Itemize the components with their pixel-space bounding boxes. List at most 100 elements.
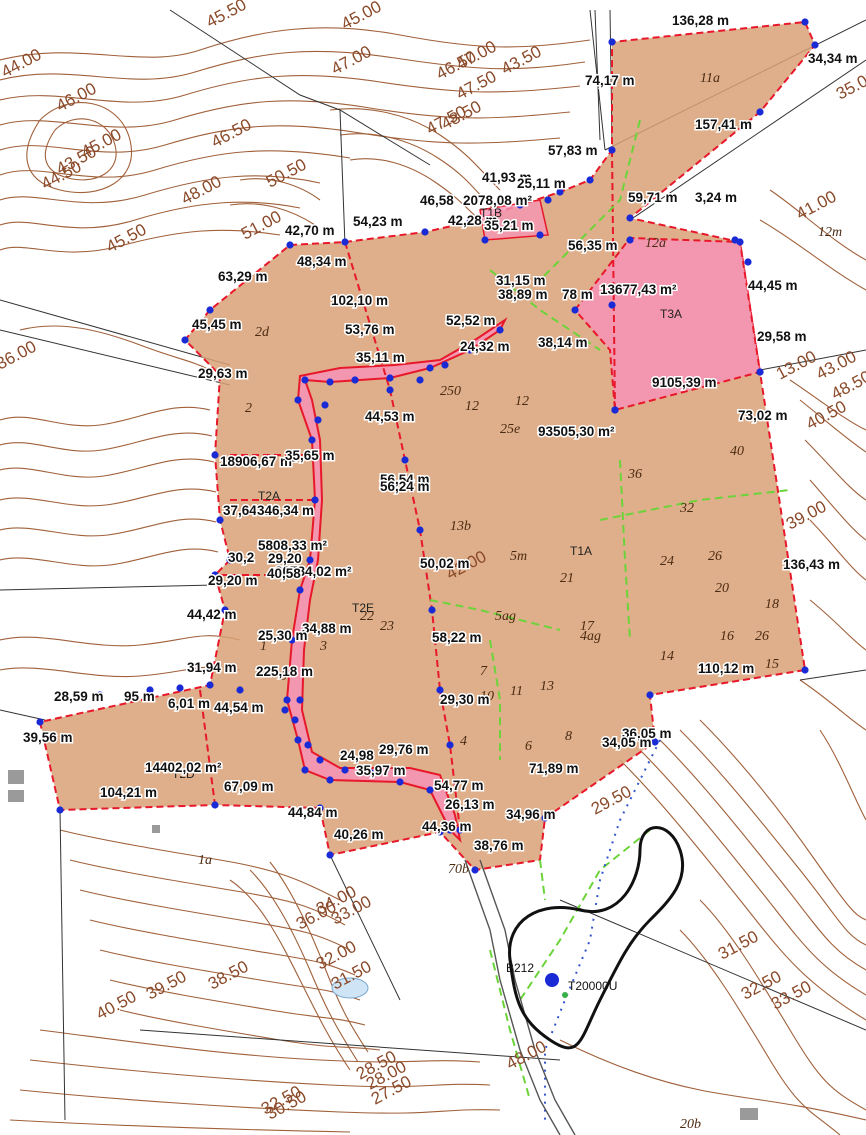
vertex-dot <box>283 696 291 704</box>
vertex-dot <box>294 396 302 404</box>
parcel-number: 17 <box>580 619 595 634</box>
drill-point[interactable] <box>545 973 568 998</box>
measurement-label: 35,11 m <box>356 350 405 365</box>
vertex-dot <box>456 826 464 834</box>
vertex-dot <box>496 326 504 334</box>
vertex-dot <box>314 416 322 424</box>
vertex-dot <box>416 526 424 534</box>
vertex-dot <box>756 108 764 116</box>
parcel-number: 1 <box>260 639 267 654</box>
vertex-dot <box>608 301 616 309</box>
measurement-label: 54,23 m <box>353 214 403 229</box>
vertex-dot <box>96 691 104 699</box>
vertex-dot <box>216 371 224 379</box>
vertex-dot <box>571 306 579 314</box>
black-loop <box>508 826 685 1050</box>
measurement-label: 56,35 m <box>568 238 618 253</box>
measurement-label: 44,36 m <box>422 819 472 834</box>
measurement-label: 3,24 m <box>695 190 737 205</box>
parcel-number: 18 <box>765 597 779 612</box>
vertex-dot <box>236 686 244 694</box>
zone-area-label: 20784,02 m² <box>275 564 352 579</box>
boundary-vertices <box>36 18 819 874</box>
vertex-dot <box>608 38 616 46</box>
zone-label: T3A <box>660 307 682 321</box>
measurement-label: 346,34 m <box>257 503 314 518</box>
measurement-label: 29,20 <box>268 551 302 566</box>
measurement-label: 63,29 m <box>218 269 268 284</box>
measurement-label: 45,45 m <box>192 317 242 332</box>
parcel-number: 32 <box>679 501 694 516</box>
measurement-label: 44,45 m <box>748 278 798 293</box>
measurement-label: 54,77 m <box>434 778 484 793</box>
pin-code: T20000U <box>568 979 617 993</box>
vertex-dot <box>428 606 436 614</box>
vertex-dot <box>626 236 634 244</box>
green-dashed-lines <box>429 119 791 1101</box>
measurement-label: 29,20 m <box>208 573 258 588</box>
vertex-dot <box>471 866 479 874</box>
parcel-number: 23 <box>380 619 394 634</box>
measurement-label: 42,28 m <box>448 213 498 228</box>
parcel-number: 24 <box>660 554 674 569</box>
vertex-dot <box>651 738 659 746</box>
measurement-label: 67,09 m <box>224 779 274 794</box>
parcel-number: 14 <box>660 649 674 664</box>
measurement-label: 42,70 m <box>285 223 335 238</box>
vertex-dot <box>351 376 359 384</box>
parcel-number: 11 <box>510 684 523 699</box>
vertex-dot <box>446 826 454 834</box>
parcel-number: 16 <box>720 629 734 644</box>
vertex-dot <box>466 346 474 354</box>
vertex-dot <box>206 681 214 689</box>
pin-icon[interactable] <box>545 973 559 987</box>
measurement-label: 24,98 <box>340 748 374 763</box>
parcel-number: 12m <box>818 225 842 240</box>
vertex-dot <box>36 718 44 726</box>
zone-label: T2A <box>258 489 280 503</box>
measurement-label: 6,01 m <box>168 696 210 711</box>
vertex-dot <box>341 766 349 774</box>
vertex-dot <box>226 556 234 564</box>
measurement-label: 48,34 m <box>297 254 347 269</box>
pin-label: B212 <box>506 961 534 975</box>
measurement-label: 25,30 m <box>258 628 308 643</box>
vertex-dot <box>401 456 409 464</box>
vertex-dot <box>441 361 449 369</box>
measurement-label: 74,17 m <box>585 73 635 88</box>
vertex-dot <box>421 228 429 236</box>
vertex-dot <box>366 768 374 776</box>
vertex-dot <box>326 851 334 859</box>
measurement-label: 25,11 m <box>517 176 566 191</box>
vertex-dot <box>316 804 324 812</box>
measurement-label: 56,24 m <box>380 479 430 494</box>
vertex-dot <box>608 146 616 154</box>
measurement-label: 57,83 m <box>548 143 598 158</box>
vertex-dot <box>811 41 819 49</box>
measurement-label: 34,88 m <box>302 621 352 636</box>
vertex-dot <box>211 451 219 459</box>
measurement-label: 38,89 m <box>498 287 548 302</box>
measurement-label: 39,56 m <box>23 730 73 745</box>
contour-lines <box>0 27 866 1135</box>
vertex-dot <box>481 236 489 244</box>
measurement-label: 59,71 m <box>628 190 678 205</box>
measurement-label: 104,21 m <box>100 785 157 800</box>
measurement-label: 102,10 m <box>331 293 388 308</box>
vertex-dot <box>396 778 404 786</box>
measurement-label: 26,13 m <box>445 797 495 812</box>
vertex-dot <box>646 691 654 699</box>
measurement-label: 40,58 <box>267 566 301 581</box>
measurement-label: 34,34 m <box>808 51 858 66</box>
measurement-label: 78 m <box>562 287 593 302</box>
measurement-label: 34,05 m <box>602 735 652 750</box>
parcel-number: 20 <box>715 581 729 596</box>
measurement-label: 44,84 m <box>288 805 338 820</box>
zone-label: T2D <box>172 767 195 781</box>
measurement-label: 44,54 m <box>214 700 264 715</box>
zone-area-label: 2078,08 m² <box>463 193 533 208</box>
measurement-label: 41,93 m <box>482 170 532 185</box>
measurement-label: 36,05 m <box>622 726 672 741</box>
